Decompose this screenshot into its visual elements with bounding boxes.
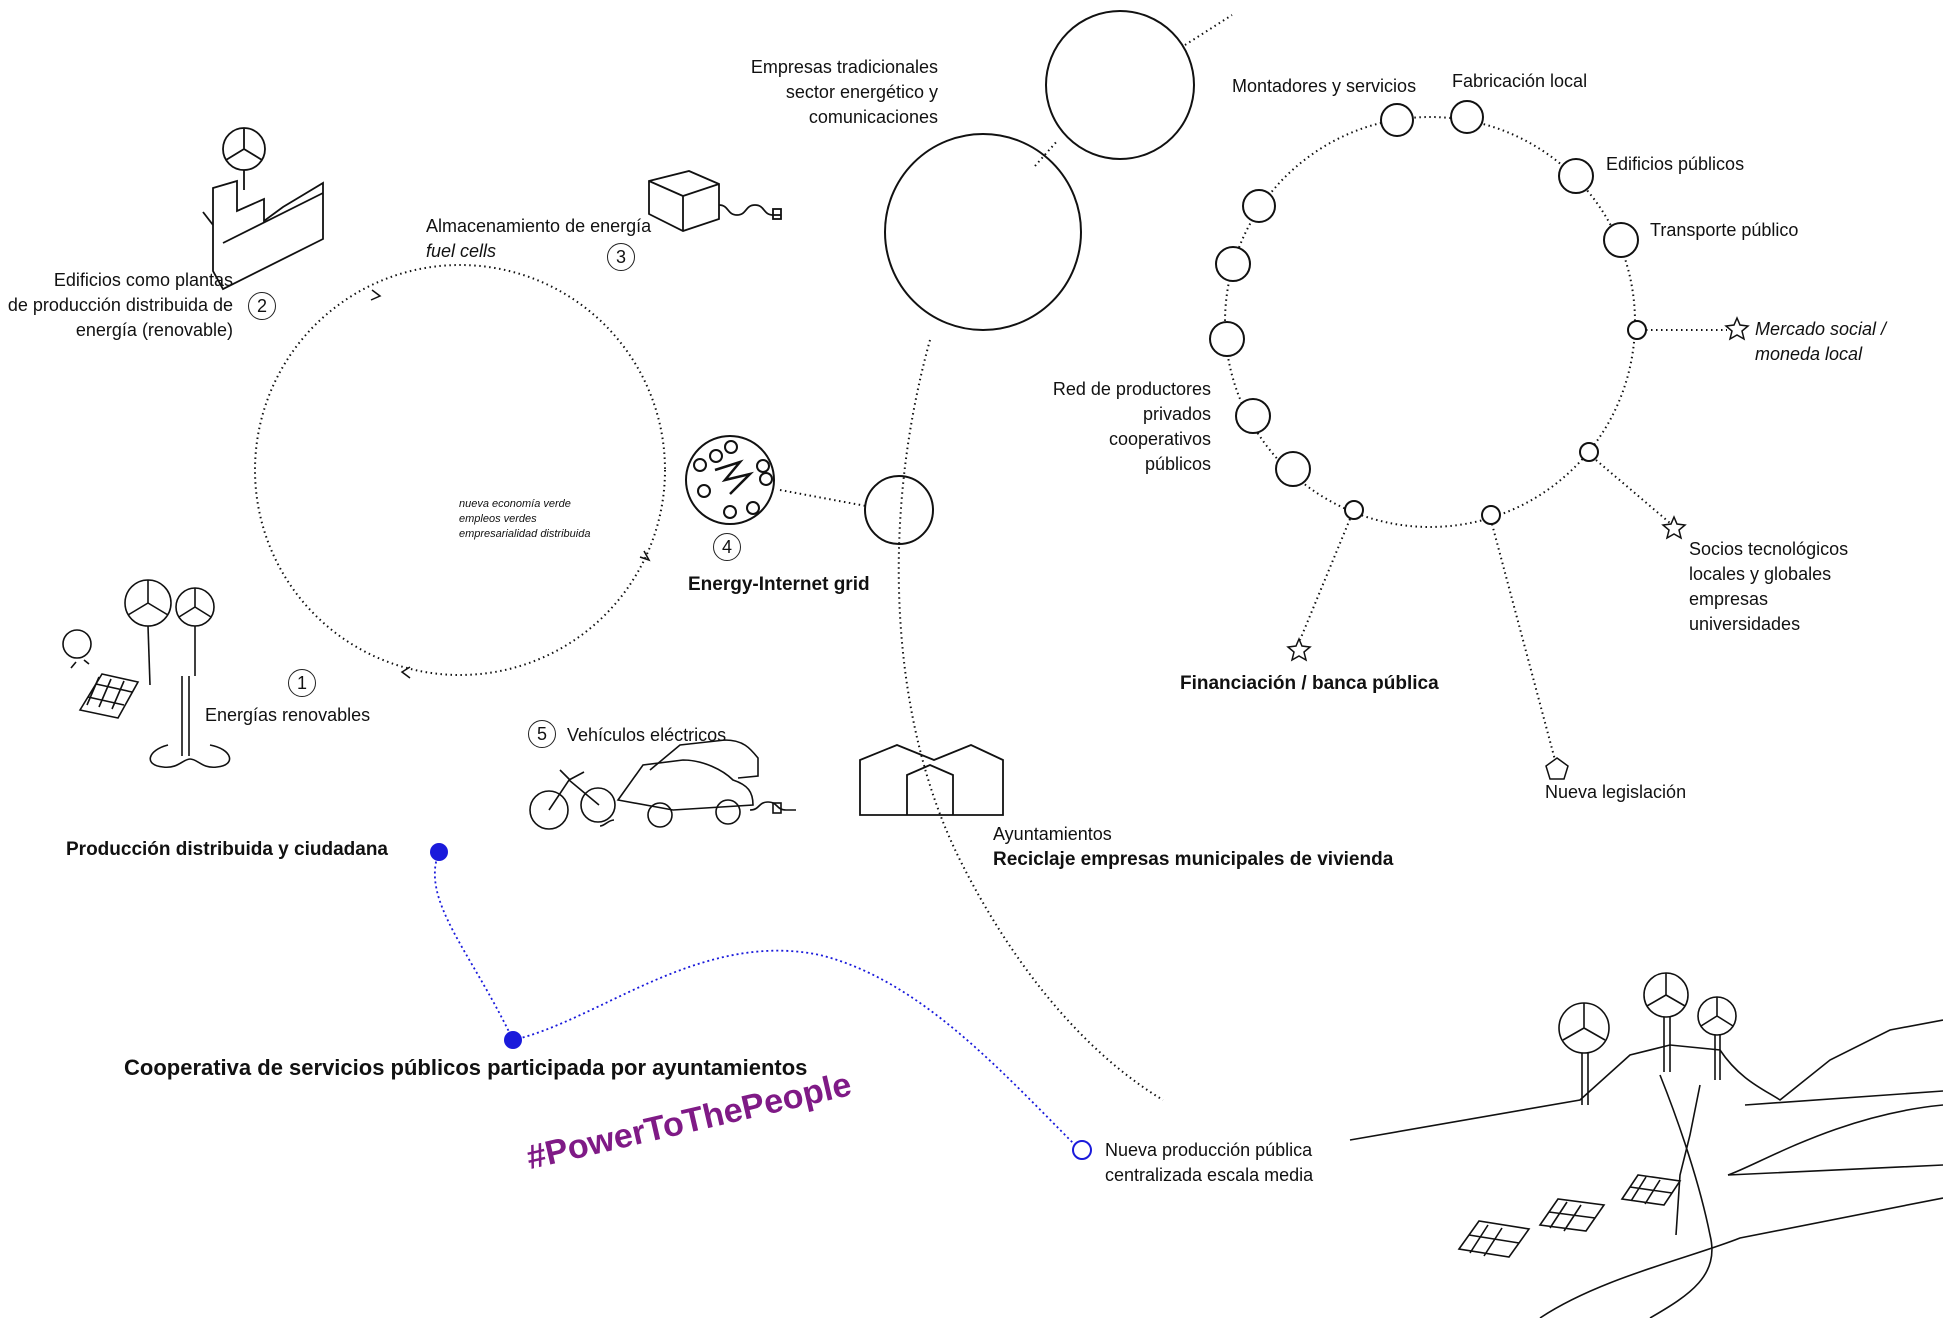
storage-box-icon (648, 170, 782, 232)
socios-star-icon (1661, 515, 1687, 540)
cooperativa-link (434, 851, 1081, 1151)
ayuntamientos-label: Ayuntamientos Reciclaje empresas municip… (993, 824, 1394, 870)
traditional-big-circle (884, 133, 1082, 331)
vehicles-icon (529, 739, 796, 830)
cooperativa-node (504, 1031, 522, 1049)
ring-node (1235, 398, 1271, 434)
pillar-2-number: 2 (248, 292, 276, 320)
connector-line (779, 489, 867, 507)
economy-cycle (254, 264, 666, 676)
nueva-produccion-label: Nueva producción pública centralizada es… (1105, 1140, 1314, 1185)
pillar-5-label: Vehículos eléctricos (567, 725, 727, 745)
factory-icon (202, 127, 324, 291)
ring-node-montadores (1380, 103, 1414, 137)
ring-node-fabricacion (1450, 100, 1484, 134)
energy-internet-icon (685, 435, 775, 525)
pillar-1-label: Energías renovables (205, 705, 371, 725)
ring-node-transporte (1603, 222, 1639, 258)
ring-node (1242, 189, 1276, 223)
financiacion-star-icon (1286, 637, 1312, 662)
pillar-4-label: Energy-Internet grid (688, 574, 870, 595)
center-line: nueva economía verde (459, 498, 571, 510)
cycle-arrow (400, 666, 411, 679)
renewables-icon (62, 579, 231, 769)
center-line: empleos verdes (459, 513, 537, 525)
transporte-label: Transporte público (1650, 220, 1799, 240)
cycle-center-text: nueva economía verde empleos verdes empr… (459, 497, 590, 542)
produccion-node (430, 843, 448, 861)
cycle-arrow (639, 550, 651, 562)
pillar-5-number: 5 (528, 720, 556, 748)
ring-node (1215, 246, 1251, 282)
ring-node (1275, 451, 1311, 487)
connector-line (1184, 14, 1233, 46)
pillar-3-number: 3 (607, 243, 635, 271)
traditional-circle-top (1045, 10, 1195, 160)
center-line: empresarialidad distribuida (459, 528, 591, 540)
ring-node (1209, 321, 1245, 357)
pillar-1-number: 1 (288, 669, 316, 697)
ring-small-node (1579, 442, 1599, 462)
connector-line (1034, 139, 1059, 167)
fabricacion-label: Fabricación local (1452, 71, 1588, 91)
traditional-companies-label: Empresas tradicionales sector energético… (750, 57, 938, 127)
backbone-line (897, 339, 1164, 1101)
pillar-4-number: 4 (713, 533, 741, 561)
grid-node-circle (864, 475, 934, 545)
red-productores-label: Red de productores privados cooperativos… (1052, 379, 1211, 474)
cycle-arrow (370, 289, 382, 301)
houses-icon (859, 744, 1004, 816)
pillar-3-label: Almacenamiento de energía fuel cells (426, 216, 652, 261)
mercado-star-icon (1724, 316, 1750, 341)
socios-label: Socios tecnológicos locales y globales e… (1689, 539, 1849, 634)
produccion-label: Producción distribuida y ciudadana (66, 839, 388, 860)
pillar-2-label: Edificios como plantas de producción dis… (7, 270, 233, 340)
ring-small-node (1481, 505, 1501, 525)
edificios-label: Edificios públicos (1606, 154, 1745, 174)
cooperativa-label: Cooperativa de servicios públicos partic… (124, 1055, 808, 1080)
nueva-produccion-node (1072, 1140, 1092, 1160)
legislacion-label: Nueva legislación (1545, 782, 1687, 802)
mercado-label: Mercado social / moneda local (1755, 319, 1887, 364)
legislacion-pentagon-icon (1545, 757, 1569, 780)
ring-node-edificios (1558, 158, 1594, 194)
ring-small-node (1627, 320, 1647, 340)
financiacion-label: Financiación / banca pública (1180, 673, 1439, 694)
montadores-label: Montadores y servicios (1232, 76, 1417, 96)
ring-small-node (1344, 500, 1364, 520)
landscape-icon (1349, 972, 1943, 1318)
